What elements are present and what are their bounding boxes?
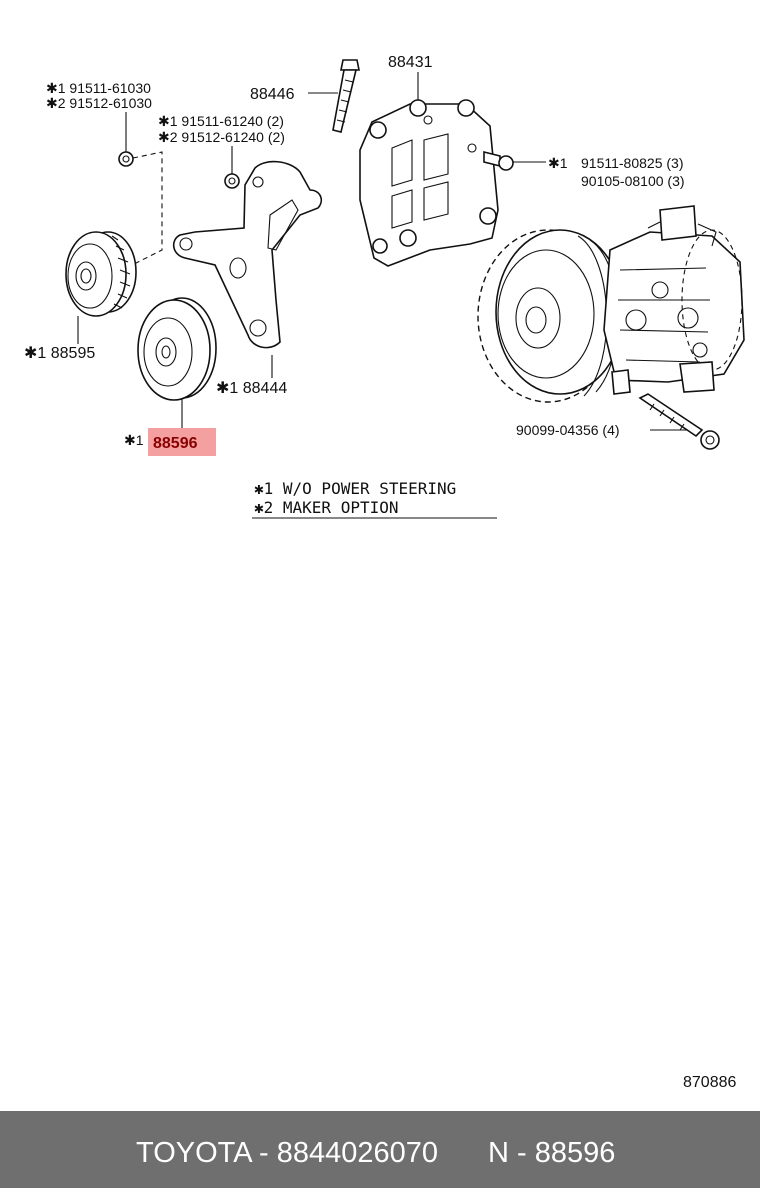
footer-brand-part-number: TOYOTA - 8844026070 [136, 1137, 439, 1169]
note-c-line1: 91511-80825 (3) [581, 155, 683, 171]
bolt-90099-04356-icon [638, 393, 720, 450]
nut-icon [224, 173, 240, 189]
pulley-88595-icon [65, 231, 137, 317]
note-b-line1: ✱1 91511-61240 (2) [158, 113, 284, 129]
idler-pulley-88596-icon[interactable] [137, 297, 217, 401]
washer-nut-icon [118, 151, 134, 167]
note-c-mark: ✱1 [548, 155, 568, 171]
legend-line2: ✱2 MAKER OPTION [254, 498, 399, 517]
label-88596-highlight[interactable]: 88596 [153, 435, 198, 452]
note-a-line2: ✱2 91512-61030 [46, 95, 152, 111]
label-88446: 88446 [250, 86, 295, 103]
footer-reference-number: N - 88596 [488, 1137, 616, 1169]
highlight-box [148, 428, 216, 456]
leader-lines [77, 72, 692, 431]
dashed-guide-a [132, 151, 163, 265]
bracket-88444-icon [172, 160, 322, 349]
note-c-line2: 90105-08100 (3) [581, 173, 685, 189]
compressor-icon [477, 205, 745, 403]
label-88595: ✱1 88595 [24, 345, 95, 362]
parts-diagram: ✱1 91511-61030 ✱2 91512-61030 88446 8843… [24, 54, 745, 1091]
bolt-91511-80825-icon [483, 150, 514, 171]
note-b-line2: ✱2 91512-61240 (2) [158, 129, 285, 145]
footer-bar: TOYOTA - 8844026070 N - 88596 [0, 1111, 760, 1188]
legend-line1: ✱1 W/O POWER STEERING [254, 479, 456, 498]
note-a-line1: ✱1 91511-61030 [46, 80, 151, 96]
bolt-88446-icon [332, 59, 360, 133]
label-90099: 90099-04356 (4) [516, 422, 620, 438]
label-88431: 88431 [388, 54, 433, 71]
diagram-id: 870886 [683, 1074, 736, 1091]
label-88444: ✱1 88444 [216, 380, 287, 397]
label-88596-prefix: ✱1 [124, 432, 144, 448]
bracket-88431-icon [359, 99, 499, 267]
